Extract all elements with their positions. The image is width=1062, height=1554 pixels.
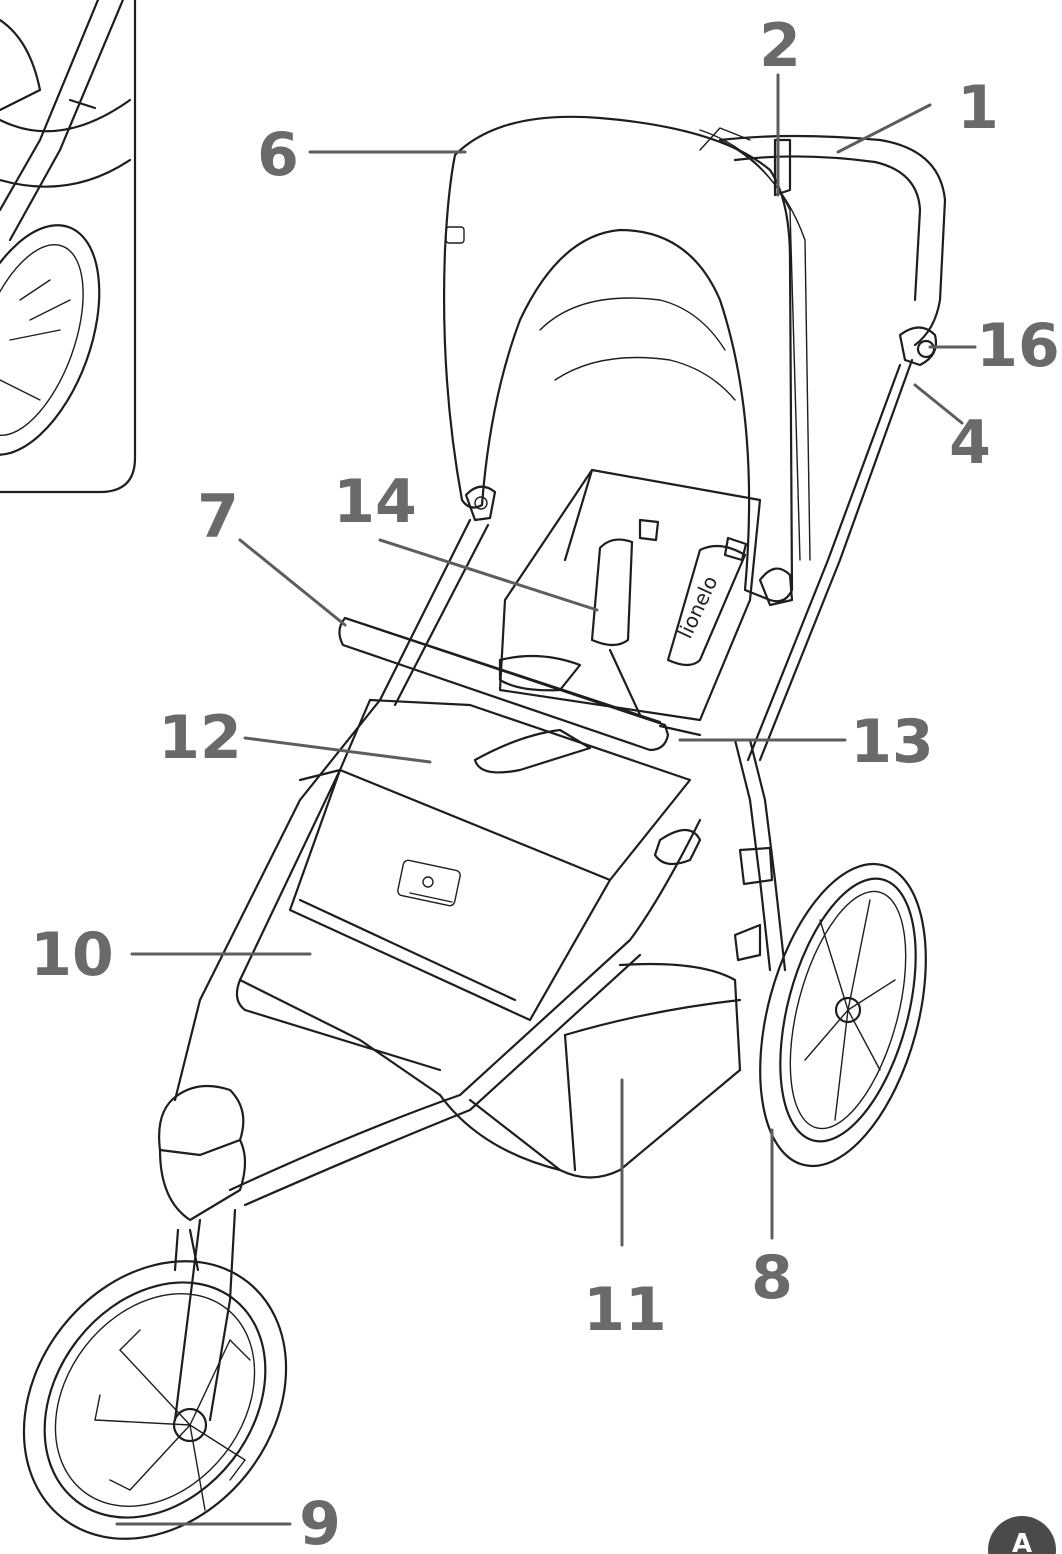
figure-badge-label: A (1012, 1529, 1032, 1554)
leg-cover (288, 698, 692, 1022)
basket (235, 962, 742, 1179)
callout-10: 10 (30, 920, 114, 990)
bumper-bar (338, 616, 702, 752)
rear-wheel (759, 862, 927, 1168)
harness-brand-text: lionelo (673, 572, 723, 642)
callout-6: 6 (257, 120, 299, 190)
figure-badge: A (988, 1516, 1056, 1554)
leader-lines (115, 73, 977, 1526)
frame (173, 518, 787, 1207)
handlebar (718, 134, 947, 762)
canopy (442, 115, 811, 607)
seat: lionelo (473, 468, 762, 774)
callout-16: 16 (976, 311, 1060, 381)
callout-9: 9 (299, 1489, 341, 1554)
callout-11: 11 (583, 1275, 667, 1345)
front-wheel (22, 1084, 288, 1540)
callout-7: 7 (197, 482, 239, 552)
callout-1: 1 (957, 73, 999, 143)
callout-12: 12 (158, 703, 242, 773)
callout-numbers: 1 2 4 6 7 8 9 10 11 12 13 14 16 (30, 11, 1060, 1554)
callout-8: 8 (751, 1243, 793, 1313)
inset-detail (0, 0, 137, 494)
callout-14: 14 (333, 467, 417, 537)
callout-13: 13 (850, 707, 934, 777)
callout-2: 2 (759, 11, 801, 81)
callout-4: 4 (949, 408, 991, 478)
